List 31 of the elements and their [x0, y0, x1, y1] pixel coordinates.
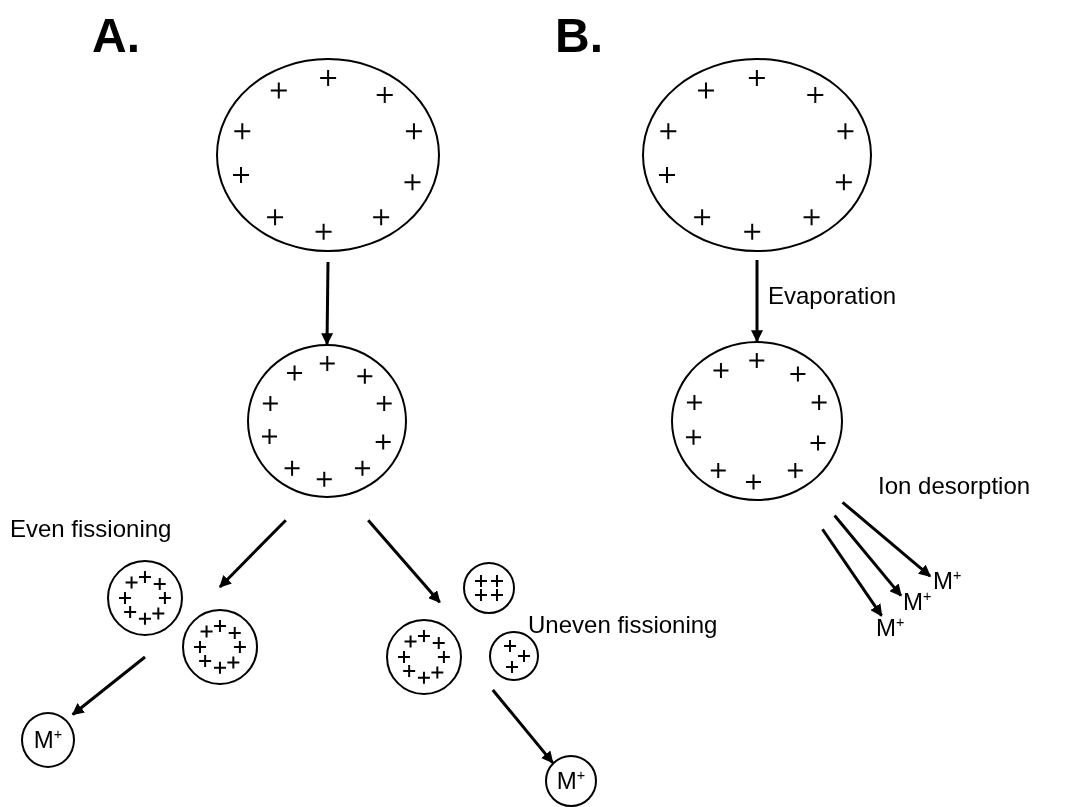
ion-label: M$^{+}$ [33, 726, 63, 754]
arrow [367, 519, 441, 604]
arrow [321, 261, 334, 346]
droplet-circle [671, 341, 843, 501]
edge-label: Evaporation [768, 282, 897, 310]
ion-label: M$^{+}$ [556, 767, 586, 795]
ion-circle [545, 755, 597, 807]
caption-text: Uneven fissioning [528, 611, 718, 639]
caption-text: Even fissioning [10, 515, 172, 543]
arrow [751, 260, 763, 343]
droplet-circle [642, 58, 872, 252]
arrow [71, 655, 146, 716]
arrow [821, 528, 883, 617]
edge-label: Ion desorption [878, 472, 1031, 500]
droplet-circle [489, 631, 539, 681]
arrow [841, 501, 932, 578]
droplet-circle [182, 609, 258, 685]
panel-letter: B. [555, 8, 603, 63]
droplet-circle [216, 58, 440, 252]
arrow [218, 519, 287, 589]
ion-label: M$^{+}$ [876, 614, 905, 642]
droplet-circle [107, 560, 183, 636]
droplet-circle [247, 344, 407, 498]
ion-circle [21, 712, 75, 768]
arrow [833, 514, 903, 597]
panel-letter: A. [92, 8, 140, 63]
arrow [491, 688, 554, 764]
droplet-circle [463, 562, 515, 614]
ion-label: M$^{+}$ [903, 588, 932, 616]
ion-label: M$^{+}$ [933, 567, 962, 595]
droplet-circle [386, 619, 462, 695]
